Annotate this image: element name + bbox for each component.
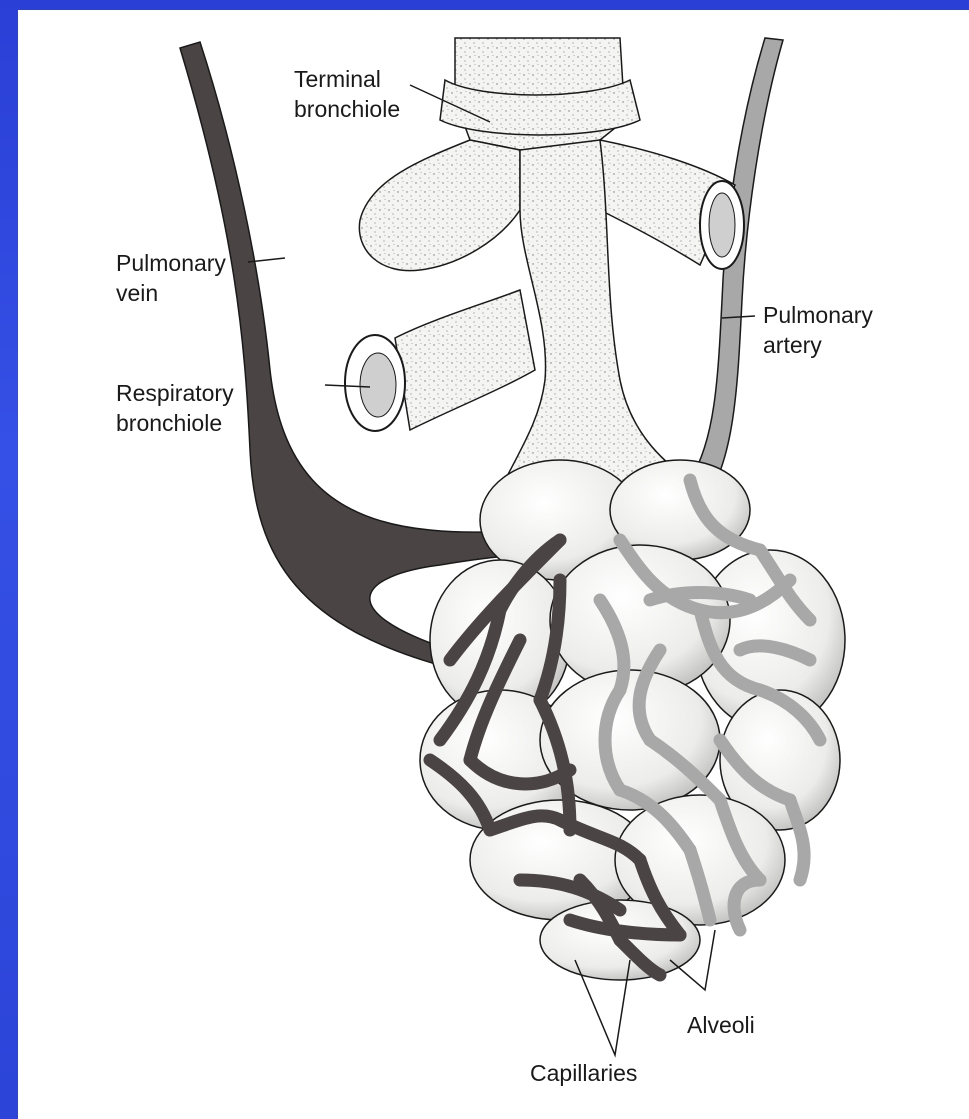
label-respiratory-bronchiole: Respiratory bronchiole	[116, 378, 234, 438]
label-pulmonary-artery: Pulmonary artery	[763, 300, 873, 360]
label-terminal-bronchiole: Terminal bronchiole	[294, 64, 400, 124]
alveoli-diagram	[18, 10, 969, 1119]
label-capillaries: Capillaries	[530, 1058, 637, 1088]
label-alveoli: Alveoli	[687, 1010, 755, 1040]
label-pulmonary-vein: Pulmonary vein	[116, 248, 226, 308]
bronchiole-tree	[345, 38, 744, 490]
